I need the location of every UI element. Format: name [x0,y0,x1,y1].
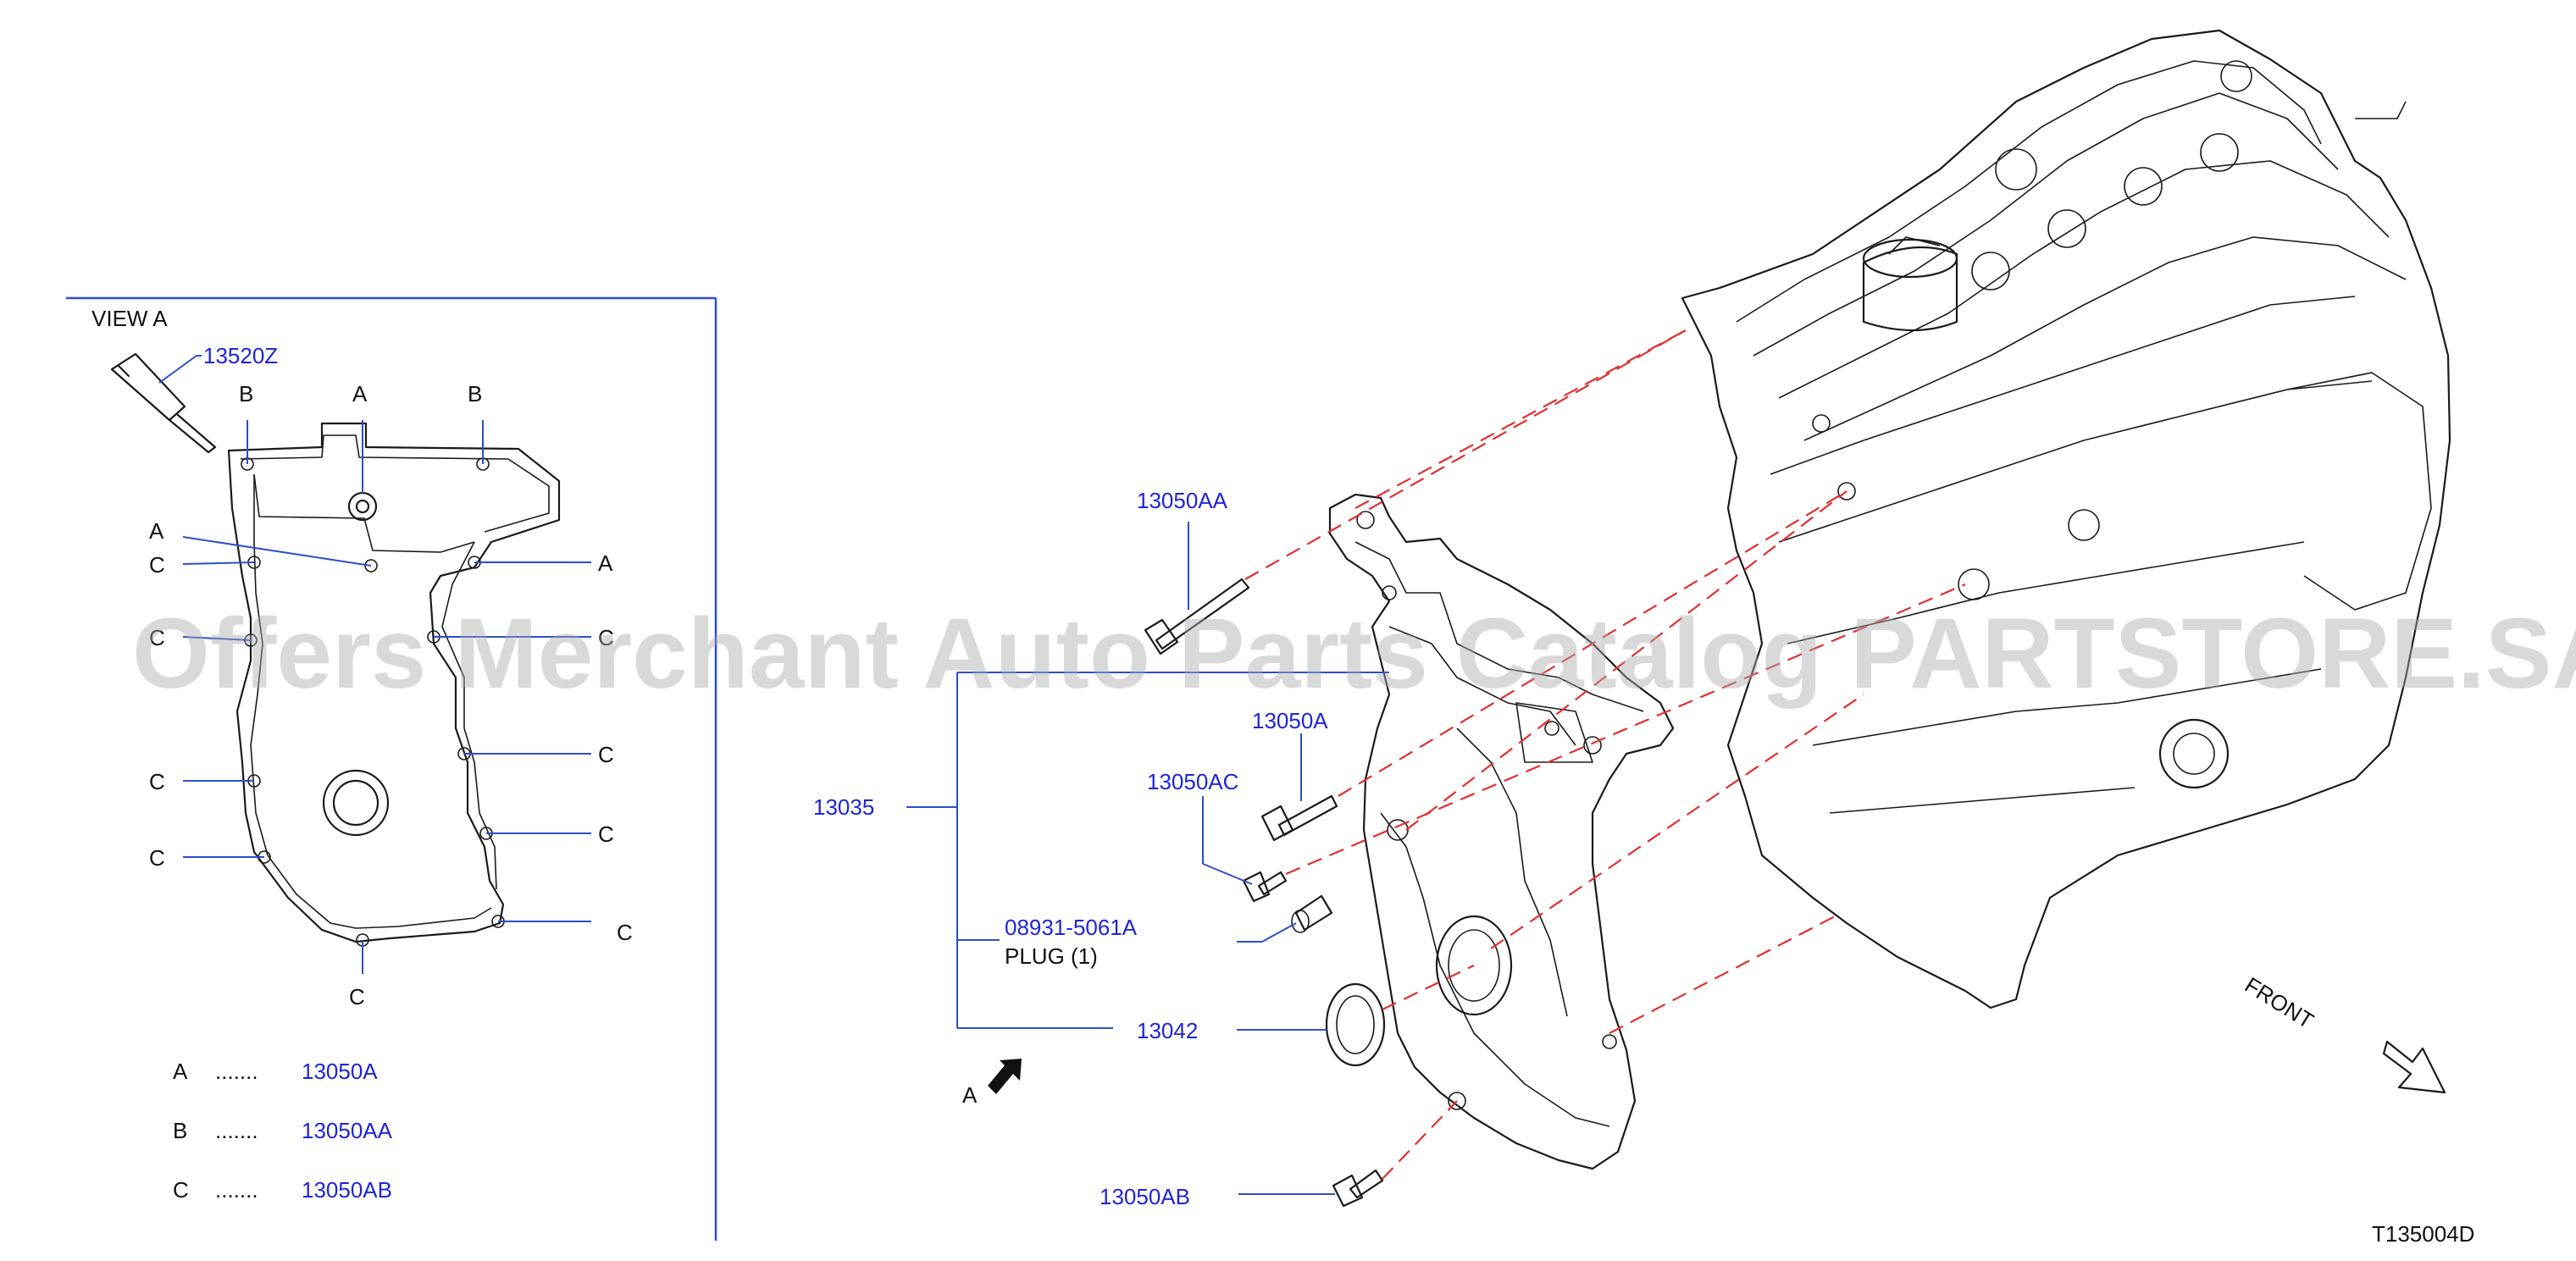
watermark-text: Offers Merchant Auto Parts Catalog PARTS… [132,598,2576,710]
engine-block-illustration [1681,29,2451,1009]
view-a-letter-c: C [149,552,165,578]
legend-part-c[interactable]: 13050AB [302,1177,392,1203]
view-a-letter-c: C [149,625,165,650]
view-a-letter-b: B [239,381,253,407]
oil-seal-13042-illustration [1325,982,1386,1067]
part-08931-5061A-callout[interactable]: 08931-5061A [1005,915,1138,940]
view-a-panel: VIEW A 13520Z [66,296,717,1241]
view-a-letter-c: C [598,625,614,650]
front-direction-arrow-icon [2382,1040,2446,1094]
part-13050AB-callout[interactable]: 13050AB [1100,1184,1190,1209]
view-a-letter-c: C [617,920,633,945]
bolt-13050AA-illustration [1144,578,1250,655]
view-a-leaders [182,420,591,974]
view-a-title: VIEW A [91,306,168,331]
part-13050A-callout[interactable]: 13050A [1252,708,1328,733]
front-cover-illustration [1328,493,1675,1170]
legend-letter-b: B [173,1118,187,1143]
plug-qty-label: PLUG (1) [1005,943,1098,969]
view-a-letter-a: A [149,518,164,544]
legend-letter-a: A [173,1059,188,1084]
front-label: FRONT [2241,972,2318,1034]
legend-dots-a: ....... [215,1059,258,1084]
part-13520Z-label[interactable]: 13520Z [203,343,278,368]
view-a-letter-c: C [149,769,165,794]
view-a-letter-a: A [598,550,613,576]
legend-part-a[interactable]: 13050A [302,1059,378,1084]
part-13050AA-callout[interactable]: 13050AA [1137,488,1228,513]
sealant-tube-icon [110,352,217,454]
bolt-13050AB-illustration [1332,1169,1384,1208]
view-a-letter-a: A [352,381,368,407]
view-a-direction-arrow-icon [988,1059,1022,1094]
part-13042-callout[interactable]: 13042 [1137,1018,1198,1043]
assembly-dash-lines [1244,329,1966,1180]
legend-part-b[interactable]: 13050AA [302,1118,393,1143]
view-a-letter-c: C [598,821,614,847]
diagram-code: T135004D [2372,1221,2474,1247]
part-13050AC-callout[interactable]: 13050AC [1147,769,1238,794]
view-a-letter-b: B [468,381,482,407]
view-a-legend: A ....... 13050A B ....... 13050AA C ...… [173,1059,393,1203]
bolt-13050AC-illustration [1242,871,1288,903]
view-a-letter-c: C [349,984,365,1009]
callout-leaders [906,522,1389,1195]
part-13035-callout[interactable]: 13035 [813,794,874,820]
view-a-letter-c: C [149,845,165,871]
legend-dots-b: ....... [215,1118,258,1143]
bolt-13050A-illustration [1260,794,1338,842]
legend-letter-c: C [173,1177,189,1203]
front-cover-view-a-outline [227,422,561,947]
plug-08931-5061A-illustration [1291,894,1333,933]
view-a-marker-label: A [962,1082,978,1108]
view-a-letter-c: C [598,742,614,767]
legend-dots-c: ....... [215,1177,258,1203]
